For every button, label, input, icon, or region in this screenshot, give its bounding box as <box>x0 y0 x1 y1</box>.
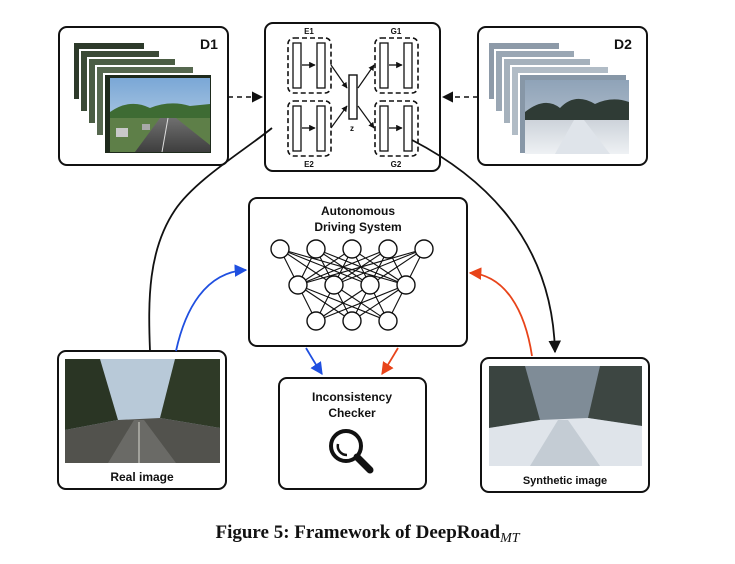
nn-node <box>342 311 362 331</box>
caption-text: Figure 5: Framework of DeepRoad <box>215 522 501 543</box>
nn-connection <box>297 248 389 286</box>
nn-connection <box>297 248 353 286</box>
nn-node <box>306 239 326 259</box>
ads-title-line2: Driving System <box>314 220 401 234</box>
nn-connection <box>333 248 425 286</box>
synthetic-image <box>489 366 642 466</box>
inconsistency-checker-box: Inconsistency Checker <box>278 377 427 490</box>
nn-node <box>288 275 308 295</box>
d1-front-image <box>110 78 210 153</box>
synthetic-to-ads-arrow <box>468 267 533 357</box>
synthetic-image-box: Synthetic image <box>480 357 650 493</box>
z-label: z <box>350 124 354 133</box>
g1-label: G1 <box>391 27 402 36</box>
nn-node <box>342 239 362 259</box>
real-to-ads-arrow <box>175 264 248 352</box>
network-to-synthetic-curve <box>411 139 562 354</box>
nn-connection <box>297 248 425 286</box>
ads-to-checker-synthetic-arrow <box>381 347 399 376</box>
d2-label: D2 <box>614 36 632 52</box>
nn-node <box>378 311 398 331</box>
generator-g2 <box>374 100 419 157</box>
d1-dataset-box: D1 <box>58 26 229 166</box>
latent-z <box>330 64 375 129</box>
nn-connection <box>315 284 407 322</box>
nn-node <box>378 239 398 259</box>
magnifier-icon <box>329 429 374 474</box>
ads-title-line1: Autonomous <box>321 204 395 218</box>
encoder-e2 <box>287 100 332 157</box>
g2-label: G2 <box>391 160 402 169</box>
real-image <box>65 359 220 463</box>
nn-node <box>270 239 290 259</box>
encoder-e1 <box>287 37 332 94</box>
neural-network-icon <box>270 239 434 331</box>
ads-box: Autonomous Driving System <box>248 197 468 347</box>
checker-title-line2: Checker <box>328 406 376 420</box>
generator-g1 <box>374 37 419 94</box>
nn-node <box>324 275 344 295</box>
caption-subscript: MT <box>500 531 520 546</box>
nn-connection <box>315 284 371 322</box>
nn-connection <box>369 248 425 286</box>
synthetic-image-label: Synthetic image <box>523 475 607 487</box>
nn-node <box>360 275 380 295</box>
e1-label: E1 <box>304 27 314 36</box>
figure-caption: Figure 5: Framework of DeepRoadMT <box>0 522 735 546</box>
real-image-label: Real image <box>110 470 174 484</box>
real-to-network-curve <box>148 127 273 352</box>
nn-node <box>396 275 416 295</box>
real-image-box: Real image <box>57 350 227 490</box>
nn-node <box>414 239 434 259</box>
checker-title-line1: Inconsistency <box>312 390 392 404</box>
d2-dataset-box: D2 <box>477 26 648 166</box>
nn-connection <box>351 284 407 322</box>
ads-to-checker-real-arrow <box>305 347 323 376</box>
unit-network-box: E1 E2 z G1 <box>264 22 441 172</box>
nn-node <box>306 311 326 331</box>
d1-label: D1 <box>200 36 218 52</box>
d2-front-image <box>525 80 629 154</box>
e2-label: E2 <box>304 160 314 169</box>
